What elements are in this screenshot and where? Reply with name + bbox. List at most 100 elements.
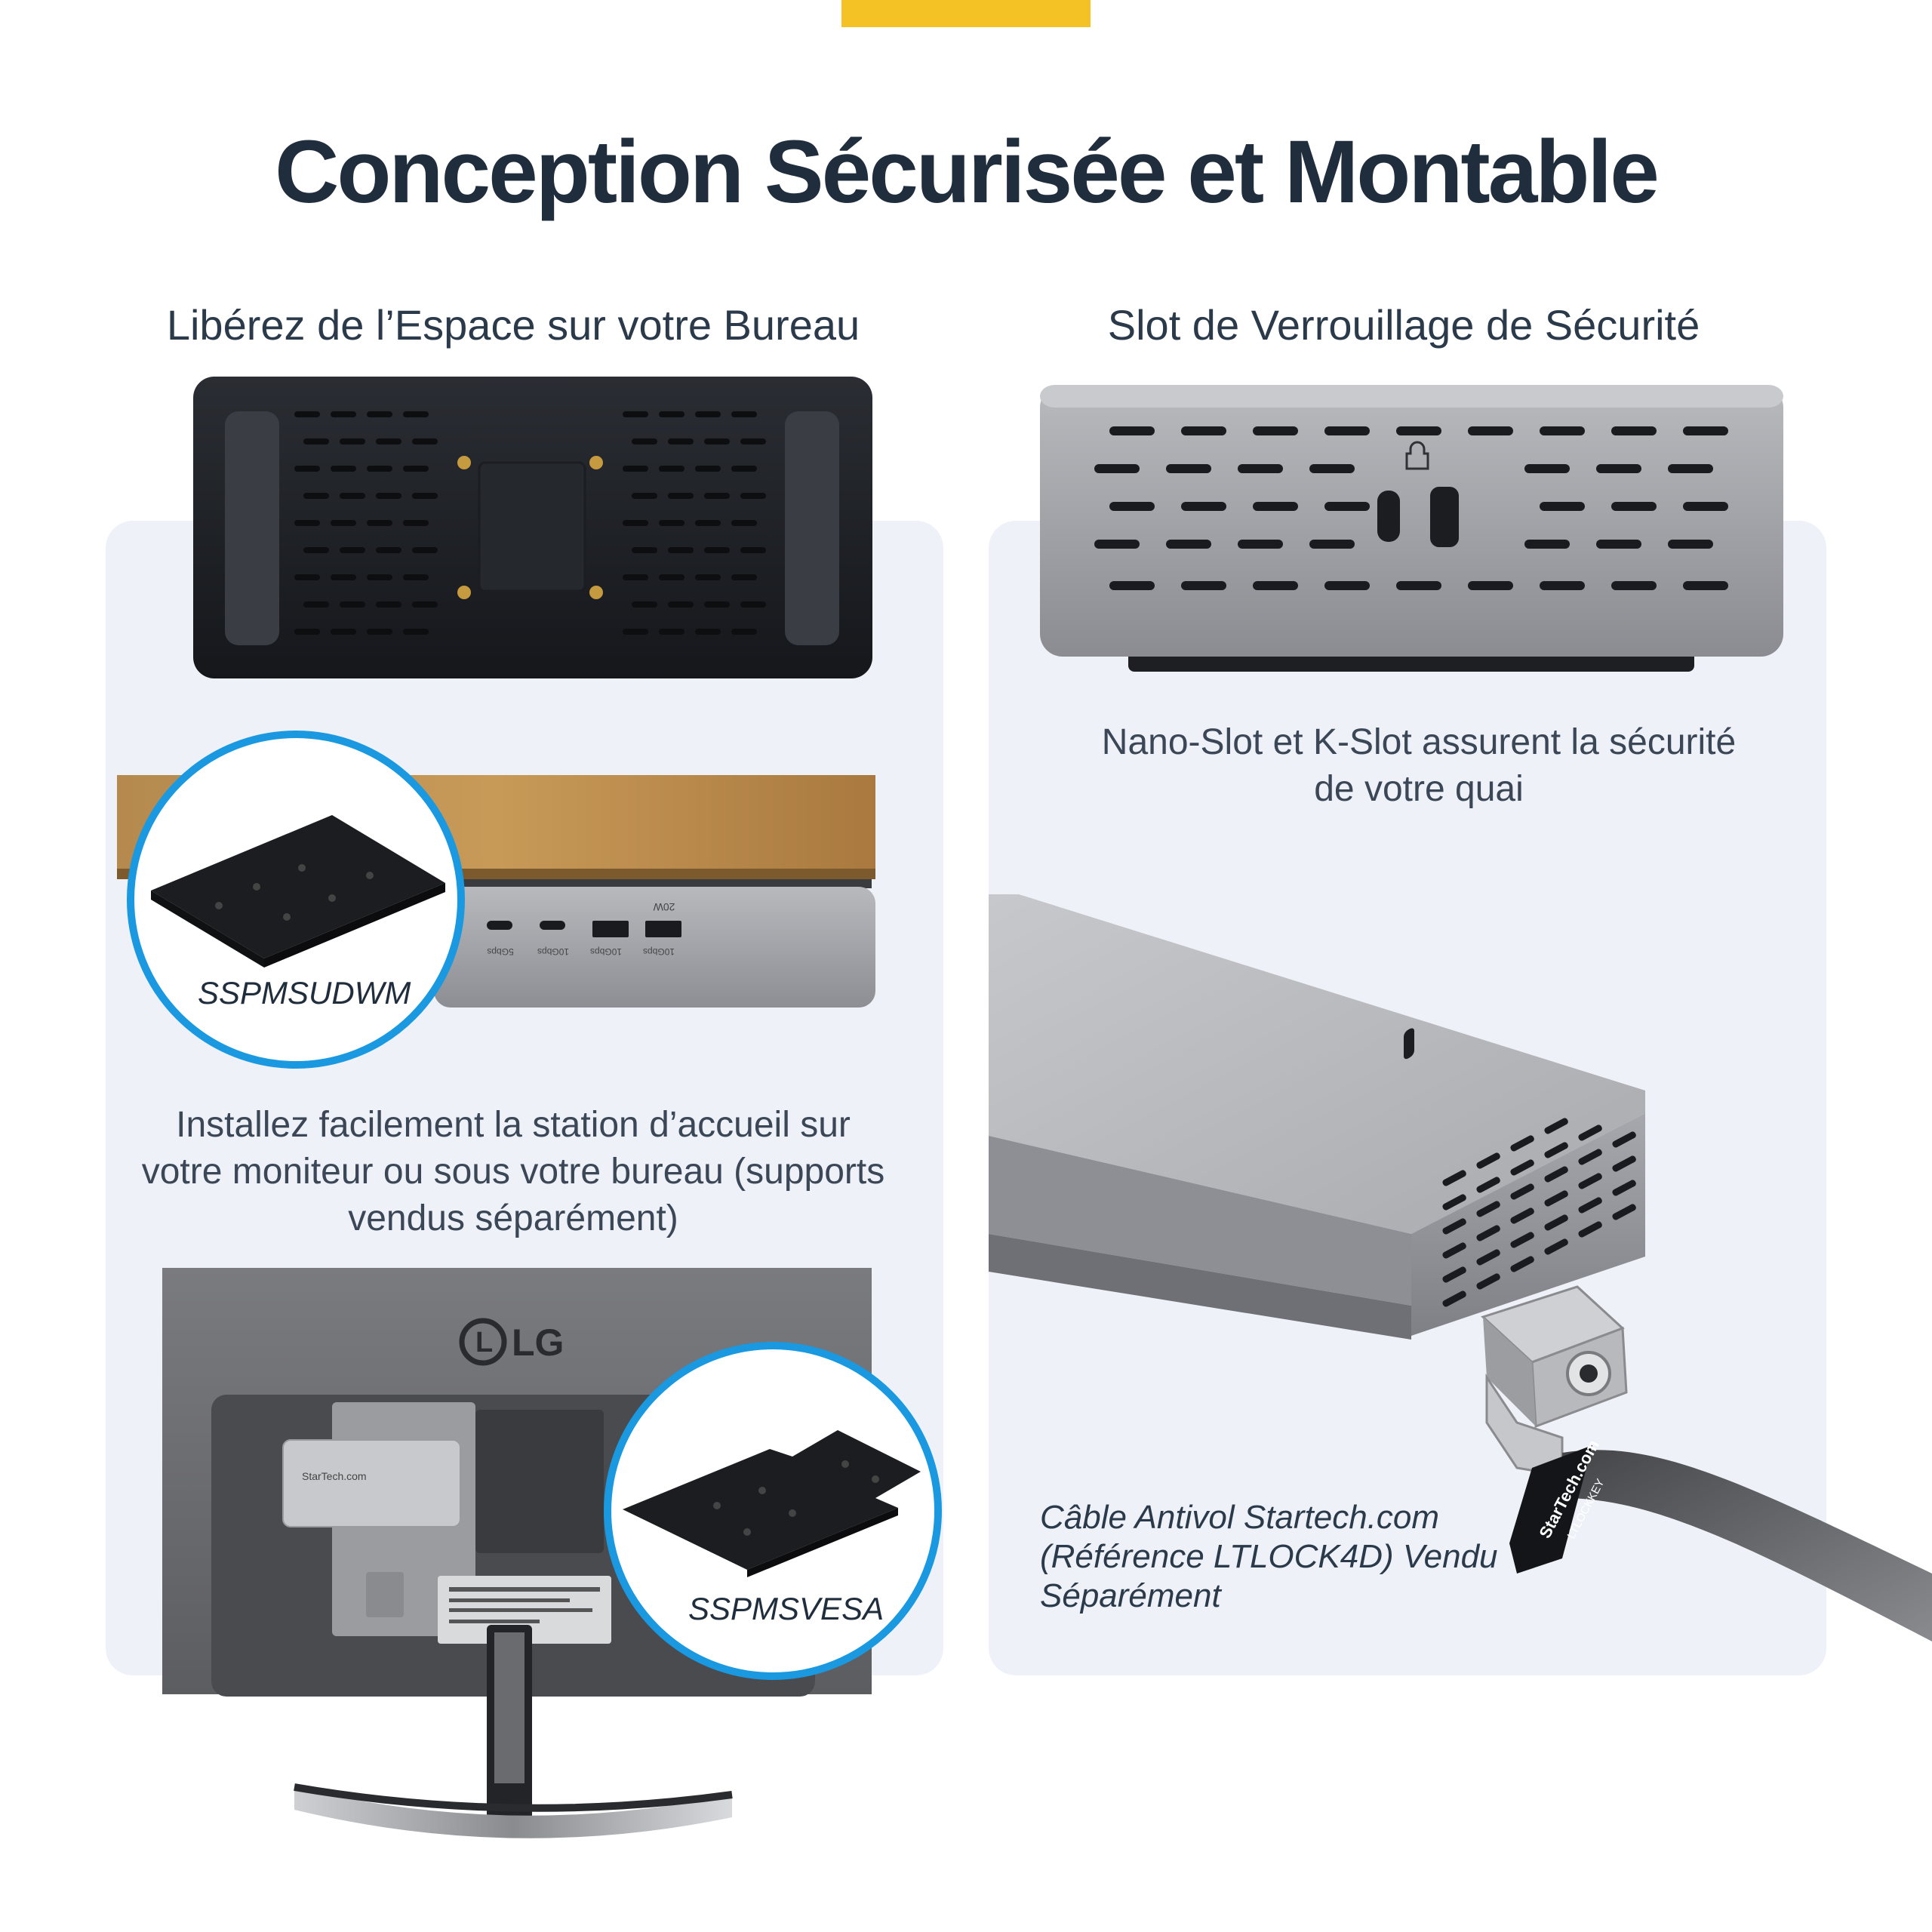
vent-slot: [1668, 540, 1713, 549]
left-caption-line: vendus séparément): [348, 1198, 678, 1238]
vent-slot: [1578, 1221, 1602, 1238]
vent-slot: [1544, 1238, 1568, 1255]
left-heading: Libérez de l’Espace sur votre Bureau: [166, 301, 860, 349]
monitor-brand-label: LG: [512, 1321, 564, 1364]
under-desk-mount-label: SSPMSUDWM: [198, 975, 411, 1011]
vent-slot: [731, 574, 757, 580]
vent-slot: [1611, 426, 1657, 435]
vent-slot: [1612, 1131, 1636, 1148]
vent-slot: [1309, 540, 1355, 549]
vent-slot: [1683, 426, 1728, 435]
vent-slot: [1309, 464, 1355, 473]
vent-slot: [668, 438, 694, 445]
vent-slot: [1468, 426, 1513, 435]
page-title: Conception Sécurisée et Montable: [275, 122, 1660, 222]
vent-slot: [1476, 1201, 1500, 1217]
vent-slot: [1510, 1135, 1534, 1152]
vent-slot: [1442, 1291, 1466, 1307]
vent-slot: [367, 466, 392, 472]
vent-slot: [659, 574, 685, 580]
vent-slot: [1524, 464, 1570, 473]
vent-slot: [1611, 502, 1657, 511]
lock-caption-line: (Référence LTLOCK4D) Vendu: [1040, 1538, 1498, 1575]
vent-slot: [659, 411, 685, 417]
vent-slot: [1253, 502, 1298, 511]
vent-slot: [740, 493, 766, 499]
dock-bottom-image: [193, 377, 872, 678]
vent-slot: [1540, 426, 1585, 435]
vent-slot: [403, 574, 429, 580]
vent-slot: [1166, 540, 1211, 549]
left-caption-line: votre moniteur ou sous votre bureau (sup…: [141, 1152, 885, 1192]
vent-slot: [731, 466, 757, 472]
vent-slot: [376, 438, 401, 445]
vent-slot: [1668, 464, 1713, 473]
vent-slot: [695, 629, 721, 635]
vent-slot: [1611, 581, 1657, 590]
vent-slot: [1238, 464, 1283, 473]
vent-slot: [668, 601, 694, 608]
vent-slot: [740, 547, 766, 553]
vent-slot: [623, 411, 648, 417]
vent-slot: [1442, 1194, 1466, 1211]
vent-slot: [695, 466, 721, 472]
vent-slot: [632, 601, 657, 608]
vesa-mount-label: SSPMSVESA: [688, 1591, 884, 1626]
vent-slot: [1253, 581, 1298, 590]
vent-slot: [1324, 502, 1370, 511]
vent-slot: [1544, 1190, 1568, 1207]
accent-bar: [841, 0, 1091, 27]
lock-caption-line: Séparément: [1040, 1577, 1221, 1614]
vent-slot: [1612, 1204, 1636, 1220]
vent-slot: [668, 493, 694, 499]
vent-slot: [294, 466, 320, 472]
vent-slot: [1476, 1273, 1500, 1290]
vent-slot: [1596, 540, 1641, 549]
port-power-label: 20W: [653, 901, 675, 913]
right-heading: Slot de Verrouillage de Sécurité: [1107, 301, 1700, 349]
vent-slot: [1166, 464, 1211, 473]
vent-slot: [412, 547, 438, 553]
port-speed-label: 10Gbps: [643, 946, 675, 957]
vent-slot: [367, 411, 392, 417]
vent-slot: [1578, 1197, 1602, 1214]
vent-slot: [303, 438, 329, 445]
vent-slot: [1612, 1155, 1636, 1172]
vent-slot: [1181, 581, 1226, 590]
vent-slot: [1253, 426, 1298, 435]
vent-slot: [704, 601, 730, 608]
vent-slot: [1396, 581, 1441, 590]
vent-slot: [731, 411, 757, 417]
vent-slot: [1578, 1149, 1602, 1165]
vent-slot: [1510, 1208, 1534, 1224]
vent-slot: [659, 520, 685, 526]
vent-slot: [294, 411, 320, 417]
vent-slot: [731, 520, 757, 526]
vent-slot: [1510, 1256, 1534, 1272]
vent-slot: [1442, 1170, 1466, 1186]
vent-slot: [1238, 540, 1283, 549]
port-1: [540, 921, 565, 930]
vent-slot: [303, 601, 329, 608]
vent-slot: [704, 438, 730, 445]
vent-slot: [1540, 581, 1585, 590]
vent-slot: [331, 574, 356, 580]
vent-slot: [340, 493, 365, 499]
port-2: [592, 921, 629, 937]
vent-slot: [740, 438, 766, 445]
vent-slot: [659, 629, 685, 635]
vent-slot: [623, 629, 648, 635]
vent-slot: [367, 629, 392, 635]
vent-slot: [1442, 1242, 1466, 1259]
vent-slot: [1683, 502, 1728, 511]
vent-slot: [1544, 1118, 1568, 1134]
vent-slot: [331, 411, 356, 417]
vent-slot: [340, 438, 365, 445]
right-caption: Nano-Slot et K-Slot assurent la sécurité…: [989, 719, 1849, 813]
vent-slot: [623, 574, 648, 580]
vent-slot: [376, 493, 401, 499]
vent-slot: [303, 493, 329, 499]
vent-slot: [403, 629, 429, 635]
left-caption: Installez facilement la station d’accuei…: [106, 1102, 921, 1242]
vent-slot: [695, 574, 721, 580]
